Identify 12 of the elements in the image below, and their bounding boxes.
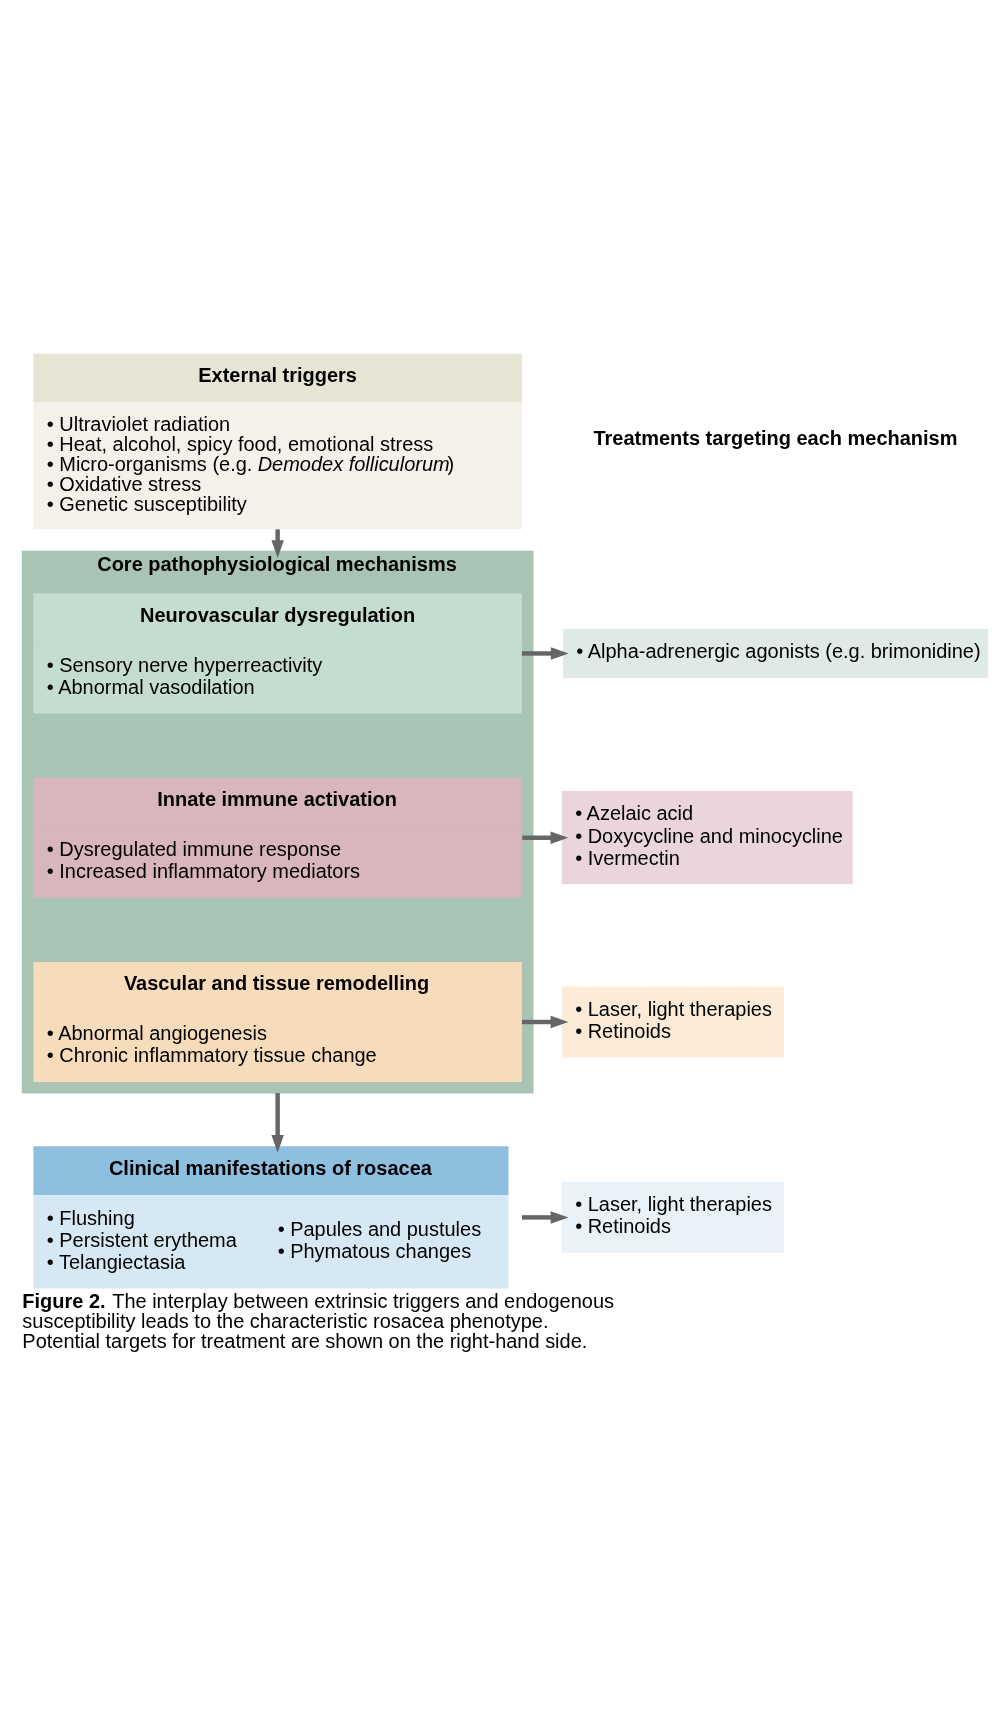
arrow bbox=[521, 1015, 568, 1028]
arrow bbox=[270, 528, 284, 558]
label: Treatments targeting each mechanism bbox=[592, 426, 957, 449]
node-box: • Laser, light therapies • Retinoids bbox=[561, 1181, 784, 1253]
arrow bbox=[521, 831, 568, 844]
caption: Figure 2. The interplay between extrinsic triggers and endogenous susceptibility leads to the characteristic rosacea phenotype. Potential targets for treatment are shown on the right-hand side. bbox=[21, 1289, 614, 1352]
arrow bbox=[521, 1210, 568, 1224]
node-box: • Laser, light therapies • Retinoids bbox=[561, 986, 784, 1058]
node-box: • Azelaic acid • Doxycycline and minocycline • Ivermectin bbox=[561, 790, 853, 884]
arrow bbox=[521, 646, 569, 660]
node-box: • Alpha-adrenergic agonists (e.g. brimonidine) bbox=[562, 628, 988, 678]
arrow bbox=[270, 1092, 284, 1153]
